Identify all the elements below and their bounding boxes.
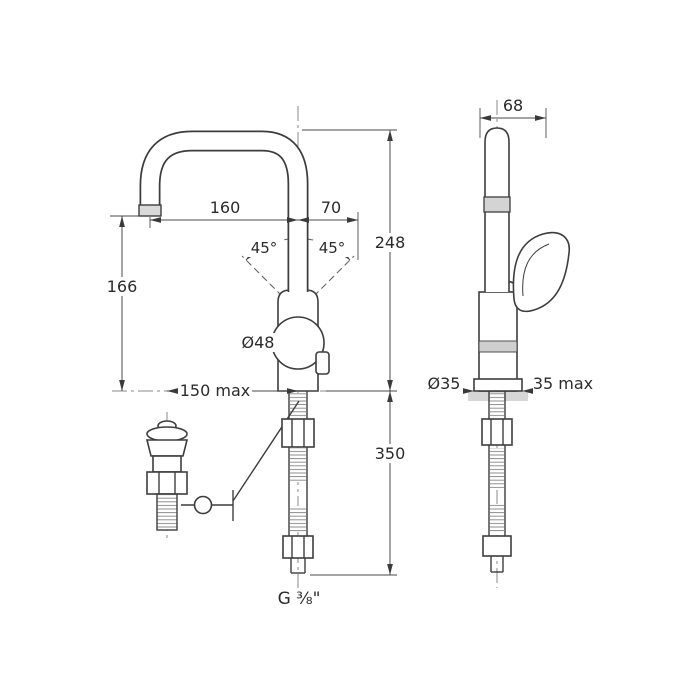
drain-ball-joint-nut xyxy=(193,495,213,515)
side-faucet-body xyxy=(473,127,570,392)
dim-150max-backing xyxy=(178,382,252,400)
side-stud-thread-middle xyxy=(490,448,504,488)
tailpiece-thread-middle xyxy=(290,448,306,482)
side-spout-outlet-band xyxy=(483,196,511,213)
tailpiece-thread-lower xyxy=(290,506,306,532)
drain-plug-cap xyxy=(146,426,188,442)
side-stud-thread-lower xyxy=(490,504,504,532)
dim-350-backing xyxy=(371,444,409,463)
handle-stub-front xyxy=(315,351,330,375)
spout-fill xyxy=(141,132,307,292)
dim-35max-label: 35 max xyxy=(533,374,593,393)
side-stud-thread-upper xyxy=(490,393,504,419)
side-tailpiece xyxy=(481,391,513,573)
dim-48-backing xyxy=(236,333,280,352)
dim-45-left-backing xyxy=(246,239,282,257)
tailpiece-bottom-nut xyxy=(282,535,314,559)
tailpiece-thread-upper xyxy=(290,393,306,419)
dim-248-label: 248 xyxy=(375,233,406,252)
side-bottom-nut xyxy=(482,535,512,557)
side-lever-handle xyxy=(512,231,570,313)
dim-350-label: 350 xyxy=(375,444,406,463)
front-drain-assembly xyxy=(145,420,234,531)
dim-150max-label: 150 max xyxy=(180,381,250,400)
spout-aerator-tip xyxy=(138,204,162,217)
dim-70-label: 70 xyxy=(321,198,341,217)
dim-166-backing xyxy=(103,277,141,296)
front-dimensions: 160 70 45° 45° 248 166 Ø48 xyxy=(103,129,409,609)
dim-thread-label: G ⅜" xyxy=(278,589,321,609)
side-cartridge-band xyxy=(478,340,518,353)
dim-248-backing xyxy=(371,233,409,252)
side-union-nut xyxy=(481,418,513,446)
front-tailpiece xyxy=(232,391,315,574)
drain-hex-nut xyxy=(146,471,188,495)
side-dimensions: 68 Ø35 35 max xyxy=(425,96,595,394)
side-base-flange xyxy=(473,378,523,392)
tailpiece-union-nut xyxy=(281,418,315,448)
dim-166-label: 166 xyxy=(107,277,138,296)
dim-45-left-label: 45° xyxy=(251,239,278,257)
front-view: 160 70 45° 45° 248 166 Ø48 xyxy=(103,106,409,609)
drain-tailpipe xyxy=(156,493,178,531)
front-faucet-body xyxy=(138,130,330,392)
dim-35max-backing xyxy=(533,375,595,392)
dim-35dia-label: Ø35 xyxy=(428,374,461,393)
dim-160-label: 160 xyxy=(210,198,241,217)
dim-45-right-backing xyxy=(314,239,350,257)
dim-48-label: Ø48 xyxy=(242,333,275,352)
drain-flange xyxy=(145,439,189,457)
dim-45-right-label: 45° xyxy=(319,239,346,257)
dim-35dia-backing xyxy=(425,375,463,392)
dim-68-label: 68 xyxy=(503,96,523,115)
side-lever-detail-line xyxy=(522,243,550,297)
pop-up-rod xyxy=(232,400,300,502)
side-view: 68 Ø35 35 max xyxy=(425,96,595,588)
drain-body xyxy=(152,455,182,473)
